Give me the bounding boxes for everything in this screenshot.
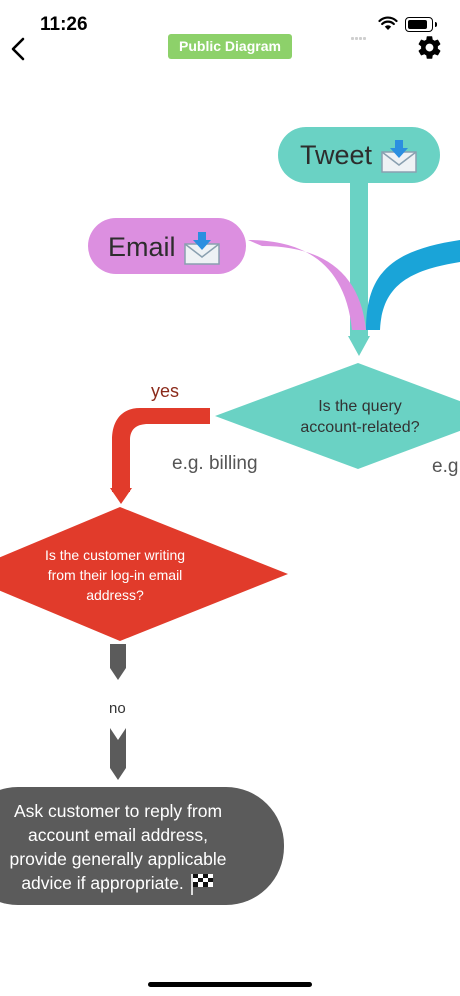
blue-connector xyxy=(366,240,460,330)
end-label: Ask customer to reply from account email… xyxy=(0,799,236,896)
end-node xyxy=(0,787,284,905)
home-indicator xyxy=(148,982,312,987)
status-time: 11:26 xyxy=(40,14,88,35)
checkered-flag-icon xyxy=(190,874,213,896)
yes-connector xyxy=(112,408,210,492)
billing-example-label: e.g. billing xyxy=(172,453,258,474)
no-label: no xyxy=(109,700,126,717)
back-chevron-icon[interactable] xyxy=(10,37,26,61)
question-account-diamond xyxy=(215,363,460,469)
no-connector-bottom xyxy=(110,728,126,780)
public-diagram-badge: Public Diagram xyxy=(168,34,292,59)
other-example-label: e.g xyxy=(432,456,459,477)
email-label: Email xyxy=(108,232,221,266)
wifi-icon xyxy=(378,16,398,30)
inbox-envelope-icon xyxy=(380,140,417,173)
question-account-label: Is the query account-related? xyxy=(300,398,420,436)
yes-label: yes xyxy=(151,381,180,401)
gear-icon[interactable] xyxy=(416,34,443,61)
question-email-diamond xyxy=(0,507,288,641)
battery-icon xyxy=(405,17,437,32)
tweet-label: Tweet xyxy=(300,140,418,174)
email-connector xyxy=(248,240,366,330)
yes-arrow xyxy=(110,488,132,504)
status-bar: 11:26 xyxy=(0,0,460,44)
question-email-label: Is the customer writing from their log-i… xyxy=(44,547,186,603)
no-connector-top xyxy=(110,644,126,680)
inbox-envelope-icon xyxy=(184,232,220,265)
cell-signal-icon xyxy=(351,27,367,45)
tweet-arrow xyxy=(348,336,370,356)
